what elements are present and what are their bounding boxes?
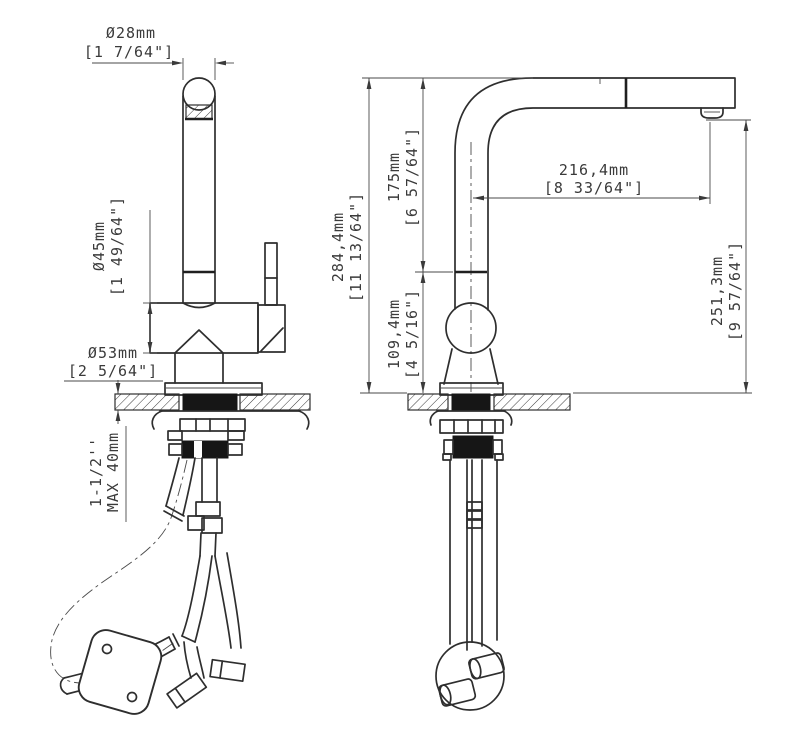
hose-weight [77,629,163,715]
hose-end-fitting-upper [468,652,505,680]
spout-head-front [182,77,216,111]
dim-body-imperial: [1 49/64"] [108,196,126,296]
weight-screw-top [101,643,113,655]
hose-fitting-left [166,672,208,709]
supply-connectors [187,457,223,557]
dim-thickness-line1: 1-1/2'' [87,437,105,507]
dim-outlet-height: 251,3mm [9 57/64"] [708,120,749,393]
dim-lower-height-imperial: [4 5/16"] [403,289,421,379]
dim-total-height-imperial: [11 13/64"] [347,192,365,302]
valve-body-side [445,302,497,354]
handle-lever [264,242,278,306]
hose-loop [435,641,505,711]
front-view [50,77,311,715]
dim-base-imperial: [2 5/64"] [68,362,158,380]
countertop-side [407,393,571,411]
dim-spout-reach: 216,4mm [8 33/64"] [473,161,710,201]
dim-spout-tip-diameter: Ø28mm [1 7/64"] [84,24,234,80]
dim-body-metric: Ø45mm [90,221,108,271]
mounting-front [151,410,310,459]
pullout-hose-stub [163,457,196,522]
hose-end-fitting-lower [438,678,477,707]
mounting-side [429,410,513,461]
weight-screw-bottom [126,691,138,703]
handle-base [257,304,286,353]
dim-base-metric: Ø53mm [88,344,138,362]
body-front [149,242,286,384]
extension-lines [360,77,752,394]
dim-base-diameter: Ø53mm [2 5/64"] [64,344,163,382]
dim-upper-height-imperial: [6 57/64"] [403,127,421,227]
dim-total-height: 284,4mm [11 13/64"] [329,78,372,393]
dim-upper-height-metric: 175mm [385,152,403,202]
aerator-side [700,107,724,119]
countertop-front [114,393,311,411]
dim-upper-height: 175mm [6 57/64"] [385,78,426,272]
dim-outlet-height-metric: 251,3mm [708,256,726,326]
hose-fitting-right [209,658,246,682]
dim-outlet-height-imperial: [9 57/64"] [726,241,744,341]
base-side [439,382,504,411]
dim-spout-reach-metric: 216,4mm [559,161,629,179]
dim-thickness-line2: MAX 40mm [104,432,122,512]
supply-hoses [166,552,246,709]
hoses-side [435,459,505,711]
base-front [164,382,263,411]
spout-front [182,77,216,309]
dim-spout-reach-imperial: [8 33/64"] [544,179,644,197]
dim-counter-thickness: 1-1/2'' MAX 40mm [87,380,127,522]
dim-total-height-metric: 284,4mm [329,212,347,282]
dim-spout-tip-metric: Ø28mm [106,24,156,42]
side-view [407,77,736,711]
dim-body-diameter: Ø45mm [1 49/64"] [90,196,157,354]
spout-side [443,77,736,392]
dim-lower-height-metric: 109,4mm [385,299,403,369]
dim-spout-tip-imperial: [1 7/64"] [84,43,174,61]
dim-lower-height: 109,4mm [4 5/16"] [385,272,426,393]
